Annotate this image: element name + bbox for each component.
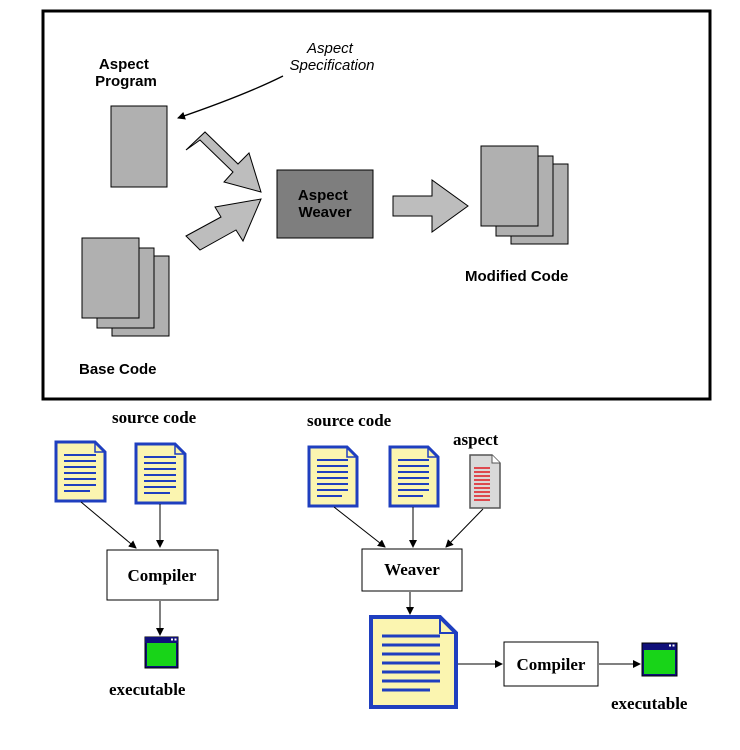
right-executable-label: executable (611, 694, 688, 713)
left-source-document-icon-2 (134, 442, 187, 505)
left-executable-window-icon (144, 636, 179, 669)
right-compiler-box (503, 641, 599, 687)
left-source-code-label: source code (112, 408, 197, 427)
right-source-code-label: source code (307, 411, 392, 430)
base-code-label: Base Code (79, 361, 157, 378)
left-compiler-label: Compiler (128, 566, 197, 585)
left-source-document-icon-1 (54, 440, 107, 503)
aspect-specification-label: Aspect Specification (289, 40, 374, 74)
specification-arrow (177, 75, 284, 120)
right-aspect-label: aspect (453, 430, 499, 449)
right-source-document-icon-2 (388, 445, 440, 508)
right-weaver-box (361, 548, 463, 592)
right-arrow-aspect-to-weaver (445, 508, 484, 548)
right-compiler-label: Compiler (517, 655, 586, 674)
aspect-program-label: Aspect Program (95, 56, 157, 90)
right-weaver-label: Weaver (384, 560, 440, 579)
aspect-program-block (110, 105, 168, 188)
left-compiler-box (106, 549, 219, 601)
right-arrow-doc1-to-weaver (333, 506, 386, 548)
arrow-program-to-weaver (185, 131, 262, 193)
base-code-stack (81, 237, 170, 337)
right-source-document-icon-1 (307, 445, 359, 508)
left-executable-label: executable (109, 680, 186, 699)
aspect-weaver-block (276, 169, 374, 239)
modified-code-stack (480, 145, 569, 245)
arrow-base-to-weaver (185, 198, 262, 251)
modified-code-label: Modified Code (465, 268, 568, 285)
arrow-weaver-to-modified (392, 179, 469, 233)
right-executable-window-icon (641, 642, 678, 677)
left-arrow-doc1-to-compiler (80, 501, 137, 549)
woven-code-document-icon (369, 615, 458, 709)
right-aspect-document-icon (469, 454, 501, 509)
aspect-weaver-label: Aspect Weaver (298, 187, 352, 221)
